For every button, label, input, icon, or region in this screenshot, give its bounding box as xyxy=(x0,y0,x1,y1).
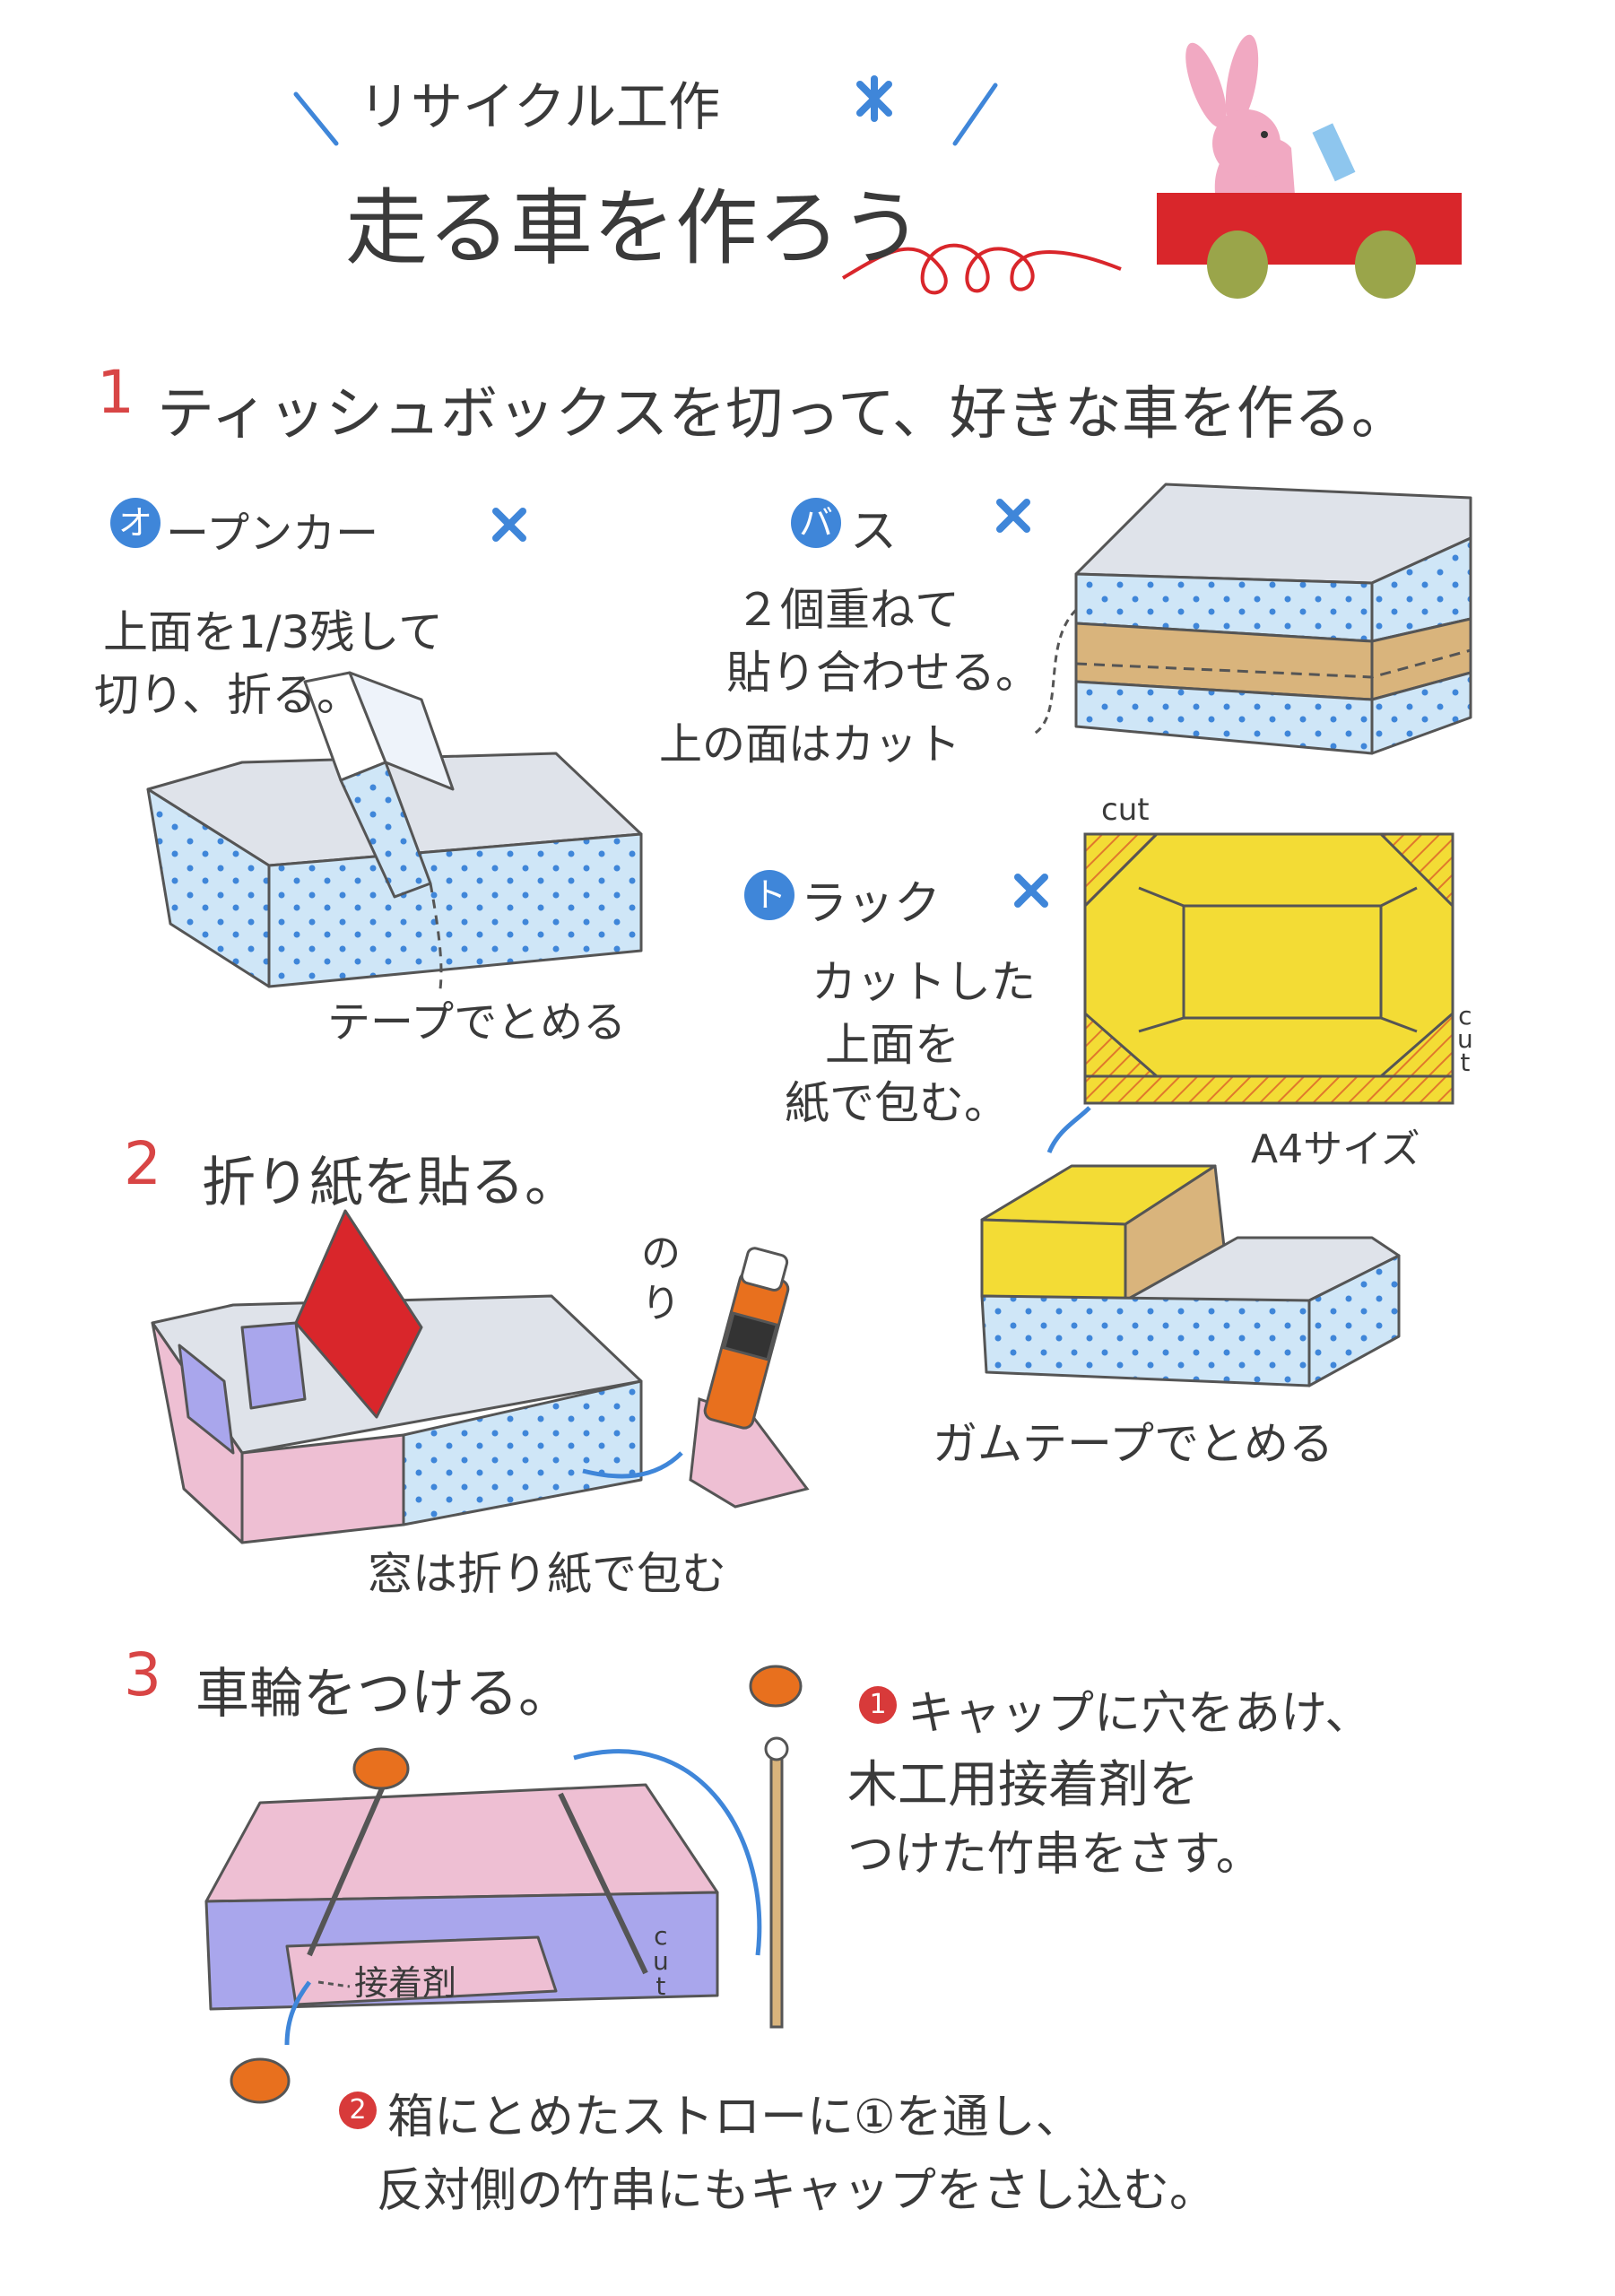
truck-badge: ト xyxy=(744,870,794,920)
step1-number: 1 xyxy=(97,358,135,427)
open-car-badge: オ xyxy=(110,498,161,548)
glue-stick-icon xyxy=(689,1247,810,1509)
instruction1-badge: 1 xyxy=(859,1686,897,1724)
bus-note-1: ２個重ねて xyxy=(735,584,959,636)
truck-cut-label-top: cut xyxy=(1101,792,1150,828)
bus-label: ス xyxy=(850,505,898,559)
truck-cut-label-side: c u t xyxy=(1457,1001,1473,1077)
step1-heading: ティッシュボックスを切って、好きな車を作る。 xyxy=(157,381,1409,448)
glue-label: の り xyxy=(641,1231,681,1326)
truck-note-1: カットした xyxy=(812,956,1036,1008)
truck-note-3: 紙で包む。 xyxy=(785,1077,1009,1129)
truck-size-note: A4サイズ xyxy=(1251,1126,1420,1172)
wheel-box xyxy=(204,1779,719,2011)
bus-box xyxy=(1074,483,1472,755)
bus-cut-note: 上の面はカット xyxy=(659,719,961,770)
arrow-icon xyxy=(582,1451,683,1479)
skewer-icon xyxy=(764,1736,789,2029)
truck-paper-pattern xyxy=(1083,832,1454,1105)
instruction2-badge: 2 xyxy=(339,2092,377,2129)
truck-box xyxy=(980,1164,1401,1387)
step2-heading: 折り紙を貼る。 xyxy=(202,1152,578,1214)
sparkle-icon xyxy=(856,75,892,122)
instruction1-line2: 木工用接着剤を xyxy=(847,1756,1199,1814)
bunny-car-illustration xyxy=(1157,34,1462,299)
instruction1-line3: つけた竹串をさす。 xyxy=(847,1828,1263,1882)
step3-number: 3 xyxy=(124,1640,161,1709)
truck-note-2: 上面を xyxy=(825,1019,959,1071)
squiggle-decoration xyxy=(841,243,1122,295)
instruction2-line1: 箱にとめたストローに①を通し、 xyxy=(387,2091,1082,2144)
open-car-tape-note: テープでとめる xyxy=(327,997,627,1048)
truck-tape-note: ガムテープでとめる xyxy=(933,1418,1333,1470)
window-note: 窓は折り紙で包む xyxy=(368,1548,726,1600)
bottle-cap-icon xyxy=(230,1665,803,2104)
header-subtitle: リサイクル工作 xyxy=(359,76,721,137)
origami-box xyxy=(151,1209,643,1544)
open-car-note-1: 上面を1/3残して xyxy=(103,606,443,658)
arrow-icon xyxy=(1046,1106,1091,1153)
sparkle-icon xyxy=(492,499,1048,908)
step3-cut-label: c u t xyxy=(653,1921,669,2001)
arrow-icon xyxy=(573,1749,762,1956)
step2-number: 2 xyxy=(124,1129,161,1198)
page-title: 走る車を作ろう xyxy=(345,180,924,276)
open-car-label: ープンカー xyxy=(166,509,379,559)
bus-note-2: 貼り合わせる。 xyxy=(726,647,1040,699)
open-car-box xyxy=(146,671,643,988)
truck-label: ラック xyxy=(801,877,942,931)
instruction1-line1: キャップに穴をあけ、 xyxy=(907,1687,1372,1741)
open-car-note-2: 切り、折る。 xyxy=(94,669,361,721)
header-decoration xyxy=(293,83,998,146)
bus-badge: バ xyxy=(791,498,841,548)
arrow-icon xyxy=(284,1980,312,2046)
instruction2-line2: 反対側の竹串にもキャップをさし込む。 xyxy=(377,2164,1217,2218)
glue-point-label: 接着剤 xyxy=(354,1963,457,2003)
step3-heading: 車輪をつける。 xyxy=(195,1663,572,1726)
